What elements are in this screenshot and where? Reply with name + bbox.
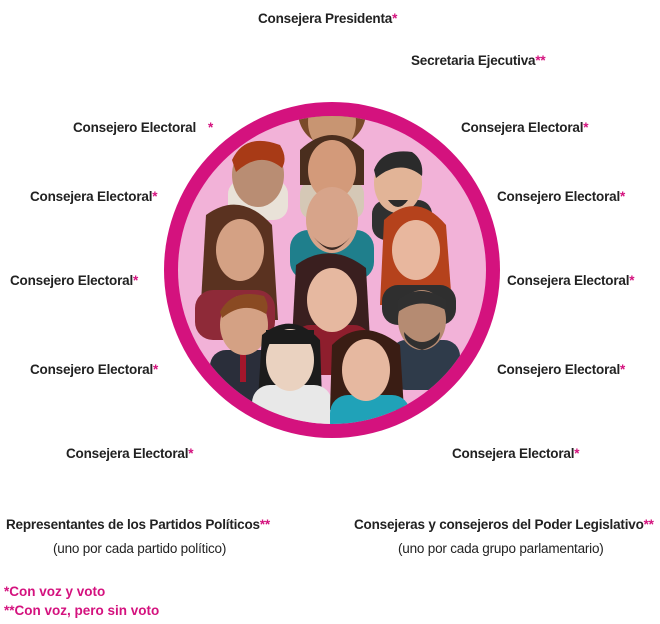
label-left-2: Consejera Electoral* bbox=[30, 189, 158, 204]
label-left-5: Consejera Electoral* bbox=[66, 446, 194, 461]
legend-voz-sin-voto: **Con voz, pero sin voto bbox=[4, 603, 160, 618]
label-consejera-presidenta: Consejera Presidenta* bbox=[258, 11, 398, 26]
note-legislativo: (uno por cada grupo parlamentario) bbox=[398, 541, 604, 556]
label-left-4: Consejero Electoral* bbox=[30, 362, 159, 377]
people-group bbox=[195, 116, 460, 424]
label-partidos: Representantes de los Partidos Políticos… bbox=[6, 517, 270, 532]
label-right-2: Consejero Electoral* bbox=[497, 189, 626, 204]
person-row4-right bbox=[390, 290, 460, 390]
label-right-4: Consejero Electoral* bbox=[497, 362, 626, 377]
label-right-1: Consejera Electoral* bbox=[461, 120, 589, 135]
label-right-3: Consejera Electoral* bbox=[507, 273, 635, 288]
label-left-1: Consejero Electoral* bbox=[73, 120, 214, 135]
legend-voz-voto: *Con voz y voto bbox=[4, 584, 106, 599]
label-legislativo: Consejeras y consejeros del Poder Legisl… bbox=[354, 517, 654, 532]
note-partidos: (uno por cada partido político) bbox=[53, 541, 227, 556]
label-left-3: Consejero Electoral* bbox=[10, 273, 139, 288]
label-right-5: Consejera Electoral* bbox=[452, 446, 580, 461]
person-top bbox=[298, 116, 366, 152]
label-secretaria-ejecutiva: Secretaria Ejecutiva** bbox=[411, 53, 546, 68]
